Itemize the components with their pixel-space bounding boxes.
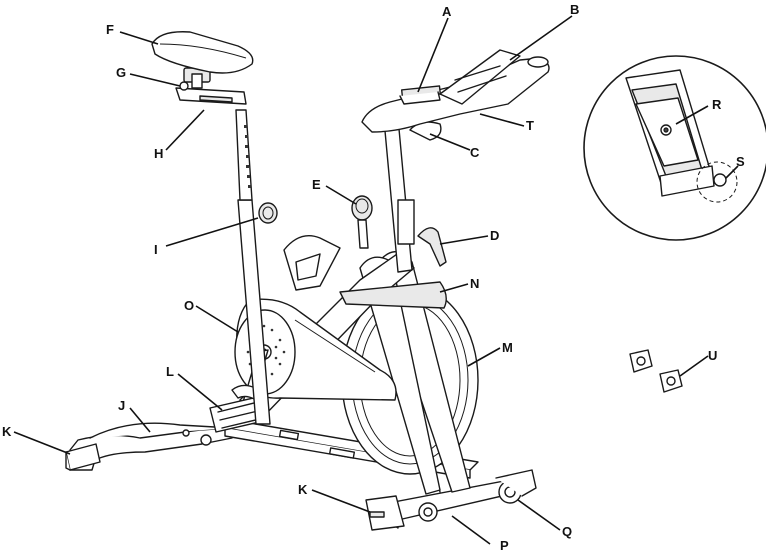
- callout-b: B: [570, 2, 579, 17]
- callout-k-rear: K: [2, 424, 12, 439]
- callout-k-front: K: [298, 482, 308, 497]
- handlebar: [362, 50, 549, 132]
- hardware-nuts: [630, 350, 682, 392]
- seat: [152, 32, 253, 73]
- handlebar-post: [384, 118, 446, 272]
- callout-m: M: [502, 340, 513, 355]
- callout-s: S: [736, 154, 745, 169]
- callout-u: U: [708, 348, 717, 363]
- callout-e: E: [312, 177, 321, 192]
- callout-n: N: [470, 276, 479, 291]
- handlebar-knob-d: [418, 228, 446, 266]
- callout-h: H: [154, 146, 163, 161]
- callout-d: D: [490, 228, 499, 243]
- seat-slider: [176, 68, 246, 104]
- callout-r: R: [712, 97, 722, 112]
- callout-g: G: [116, 65, 126, 80]
- callout-j: J: [118, 398, 125, 413]
- detail-circle: [584, 56, 766, 240]
- callout-l: L: [166, 364, 174, 379]
- seat-knob: [259, 203, 277, 223]
- callout-a: A: [442, 4, 452, 19]
- callout-i: I: [154, 242, 158, 257]
- callout-q: Q: [562, 524, 572, 539]
- callout-f: F: [106, 22, 114, 37]
- callout-c: C: [470, 145, 480, 160]
- callout-o: O: [184, 298, 194, 313]
- callout-p: P: [500, 538, 509, 553]
- callout-t: T: [526, 118, 534, 133]
